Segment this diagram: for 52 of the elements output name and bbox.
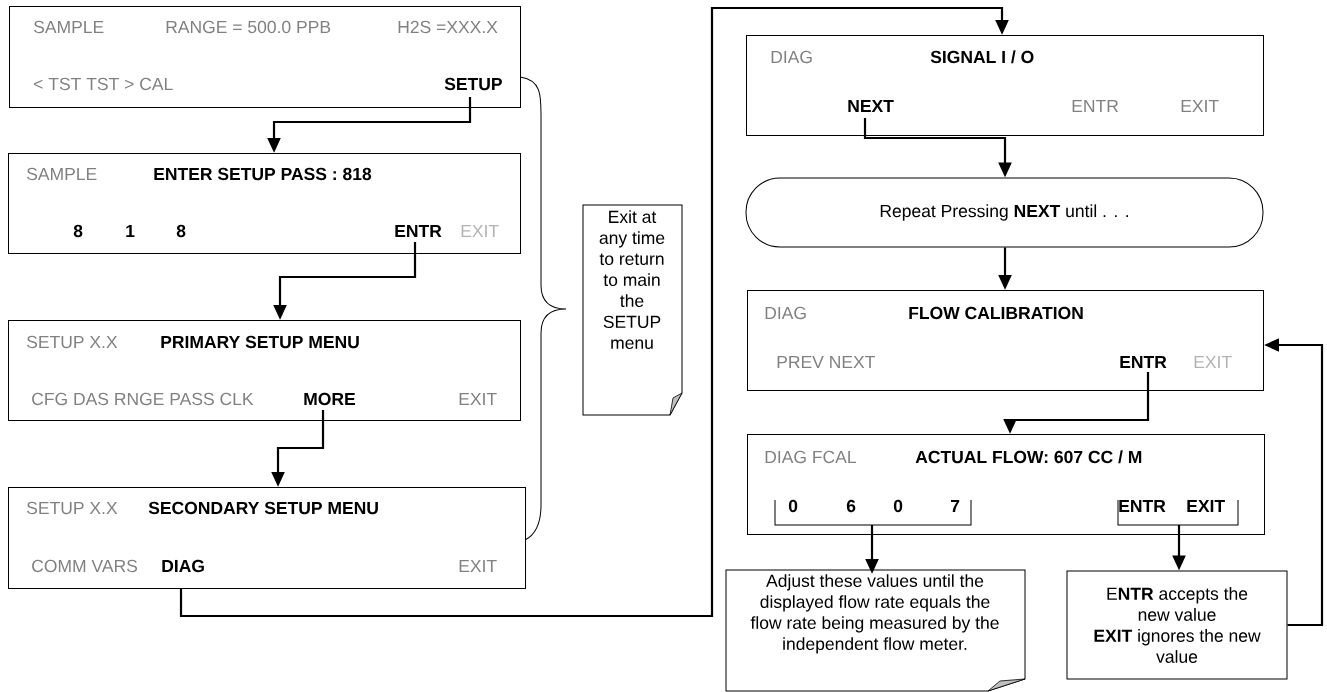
menu-label: SAMPLE	[27, 167, 97, 181]
menu-label: EXIT	[461, 224, 499, 237]
display-screen	[9, 6, 521, 108]
menu-label: ACTUAL FLOW: 607 CC / M	[915, 450, 1142, 464]
display-screen	[746, 35, 1264, 136]
display-screen	[8, 153, 521, 254]
menu-label: ENTR	[1072, 99, 1119, 112]
display-screen	[747, 434, 1265, 535]
menu-label: 0	[893, 499, 903, 513]
display-screen	[747, 290, 1264, 391]
menu-label: DIAG FCAL	[765, 450, 856, 464]
menu-label: SETUP X.X	[27, 501, 118, 515]
menu-label: ENTR	[1119, 499, 1166, 512]
menu-label: SETUP X.X	[27, 335, 118, 349]
menu-label: MORE	[304, 392, 356, 406]
menu-label: ENTR	[395, 224, 442, 237]
text-box: ENTR accepts the new value EXIT ignores the new value	[1066, 570, 1288, 680]
menu-label: DIAG	[765, 306, 806, 320]
menu-label: SIGNAL I / O	[930, 50, 1034, 64]
menu-label: 0	[788, 499, 798, 513]
display-screen	[8, 320, 521, 421]
menu-label: FLOW CALIBRATION	[909, 306, 1083, 320]
menu-label: 1	[126, 224, 135, 237]
menu-label: DIAG	[162, 559, 204, 573]
menu-label: 8	[73, 224, 83, 238]
menu-label: PRIMARY SETUP MENU	[161, 335, 359, 349]
menu-label: EXIT	[459, 559, 497, 572]
menu-label: ENTR	[1120, 355, 1167, 368]
menu-label: EXIT	[459, 392, 497, 405]
menu-label: SETUP	[444, 77, 502, 91]
menu-label: EXIT	[1181, 99, 1219, 112]
menu-label: 6	[846, 499, 856, 513]
menu-label: 7	[950, 499, 960, 512]
note: Adjust these values until the displayed flow rate equals the flow rate being measured by the independent flow meter.	[725, 569, 1026, 692]
menu-label: H2S =XXX.X	[398, 20, 498, 34]
menu-label: SAMPLE	[34, 20, 104, 34]
menu-label: CFG DAS RNGE PASS CLK	[32, 392, 254, 406]
menu-label: ENTER SETUP PASS : 818	[154, 167, 372, 181]
display-screen	[8, 487, 526, 589]
menu-label: COMM VARS	[32, 559, 138, 573]
menu-label: DIAG	[771, 50, 812, 64]
arrow	[179, 6, 1009, 618]
menu-label: RANGE = 500.0 PPB	[166, 20, 331, 34]
menu-label: NEXT	[848, 99, 894, 112]
menu-label: EXIT	[1187, 499, 1225, 512]
menu-label: PREV NEXT	[777, 355, 875, 368]
menu-label: < TST TST > CAL	[34, 77, 173, 91]
menu-label: 8	[176, 224, 186, 238]
note: Exit at any time to return to main the SETUP menu	[582, 204, 683, 416]
menu-label: SECONDARY SETUP MENU	[148, 501, 378, 515]
menu-label: EXIT	[1194, 355, 1232, 368]
rounded-box: Repeat Pressing NEXT until . . .	[745, 177, 1264, 248]
